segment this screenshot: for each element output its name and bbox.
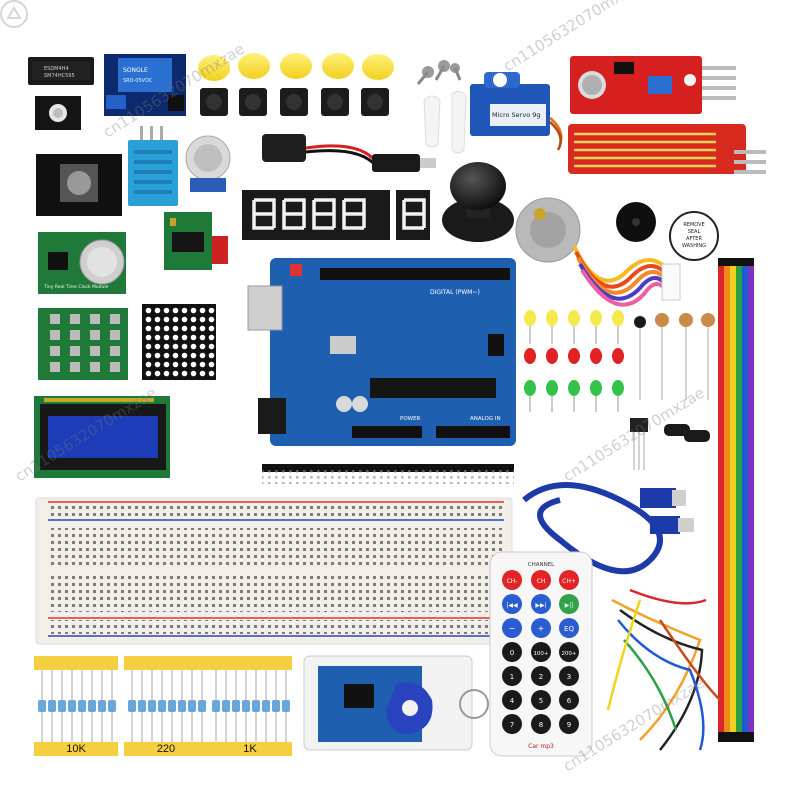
buzzer-sticker-line2: SEAL bbox=[688, 229, 701, 235]
stepper-motor bbox=[515, 197, 681, 307]
remote-button-0: 0 bbox=[510, 649, 514, 657]
led-dot-matrix bbox=[142, 304, 216, 380]
remote-button-play: ▶|| bbox=[565, 602, 574, 609]
remote-button-plus: + bbox=[538, 624, 545, 633]
rfid-module bbox=[303, 655, 489, 751]
remote-button-100: 100+ bbox=[533, 651, 548, 657]
ic-chip-module: ESDM4H4 SM74HC595 bbox=[28, 57, 94, 85]
remote-button-2: 2 bbox=[539, 673, 543, 681]
resistor-label-220: 220 bbox=[156, 743, 176, 755]
svg-text:SM74HC595: SM74HC595 bbox=[44, 73, 75, 79]
buzzer-sticker-line1: REMOVE bbox=[683, 222, 704, 228]
servo-horns bbox=[423, 90, 467, 154]
remote-button-eq: EQ bbox=[564, 625, 574, 633]
svg-text:ESDM4H4: ESDM4H4 bbox=[44, 66, 69, 72]
remote-button-9: 9 bbox=[567, 721, 571, 729]
loose-jumper-wires bbox=[606, 588, 721, 751]
brand-logo bbox=[0, 0, 28, 28]
buzzer-sticker-line4: WASHING bbox=[682, 243, 706, 249]
ir-receiver bbox=[630, 418, 648, 470]
remote-brand: Car mp3 bbox=[528, 743, 554, 750]
board-digital-label: DIGITAL (PWM~) bbox=[430, 289, 480, 296]
resistor-label-10k: 10K bbox=[66, 743, 86, 755]
relay-module: SONGLE SRD-05VDC bbox=[104, 54, 186, 116]
water-level-sensor bbox=[568, 124, 766, 174]
remote-header: CHANNEL bbox=[528, 562, 555, 568]
remote-button-7: 7 bbox=[510, 721, 514, 729]
remote-button-ch: CH bbox=[537, 578, 546, 585]
sound-sensor-module bbox=[570, 56, 736, 114]
joystick bbox=[442, 162, 514, 242]
board-power-label: POWER bbox=[400, 416, 421, 422]
remote-button-next: ▶▶| bbox=[535, 602, 546, 609]
leds bbox=[524, 310, 624, 412]
remote-button-1: 1 bbox=[510, 673, 514, 681]
small-sensor-module bbox=[212, 236, 228, 264]
remote-button-ch-plus: CH+ bbox=[562, 578, 576, 585]
photoresistors bbox=[634, 313, 715, 400]
rtc-module: Tiny Real Time Clock Module bbox=[38, 232, 126, 294]
pin-header-strip bbox=[262, 464, 514, 484]
rotary-encoder-module bbox=[36, 154, 122, 216]
dht11-sensor bbox=[128, 126, 178, 206]
remote-button-3: 3 bbox=[567, 673, 571, 681]
remote-button-ch-minus: CH- bbox=[507, 578, 518, 585]
arduino-uno-board: DIGITAL (PWM~) POWER ANALOG IN bbox=[247, 258, 516, 446]
remote-button-4: 4 bbox=[510, 697, 515, 705]
ribbon-jumper-wires bbox=[718, 258, 754, 742]
svg-text:SONGLE: SONGLE bbox=[123, 67, 148, 74]
usb-cable bbox=[522, 482, 694, 575]
rgb-led-module bbox=[35, 96, 81, 130]
tilt-switches bbox=[664, 424, 710, 442]
keypad-4x4 bbox=[38, 308, 128, 380]
resistor-label-1k: 1K bbox=[243, 743, 257, 755]
svg-text:SRD-05VDC: SRD-05VDC bbox=[123, 78, 153, 84]
seven-segment-displays bbox=[242, 190, 430, 240]
ic-breakout-module bbox=[164, 212, 212, 270]
button-caps bbox=[198, 53, 394, 81]
screws bbox=[416, 60, 462, 85]
board-analog-label: ANALOG IN bbox=[470, 416, 501, 422]
remote-button-prev: |◀◀ bbox=[506, 602, 518, 609]
rtc-label: Tiny Real Time Clock Module bbox=[43, 284, 109, 290]
ir-remote: CHANNEL CH- CH CH+ |◀◀ ▶▶| ▶|| − + EQ 0 … bbox=[489, 551, 593, 757]
breadboard bbox=[35, 497, 513, 645]
remote-button-5: 5 bbox=[539, 697, 543, 705]
remote-button-minus: − bbox=[509, 624, 516, 633]
servo-label: Micro Servo 9g bbox=[492, 111, 541, 119]
micro-servo: Micro Servo 9g bbox=[470, 72, 563, 151]
buzzer-sticker-line3: AFTER bbox=[686, 236, 702, 242]
potentiometer bbox=[185, 135, 231, 192]
resistor-packs bbox=[34, 656, 292, 756]
battery-snap bbox=[262, 134, 436, 172]
buzzer: REMOVE SEAL AFTER WASHING bbox=[616, 202, 719, 261]
lcd-1602-module bbox=[34, 396, 170, 478]
remote-button-200: 200+ bbox=[561, 651, 576, 657]
remote-button-8: 8 bbox=[539, 721, 543, 729]
remote-button-6: 6 bbox=[567, 697, 572, 705]
tact-switches bbox=[200, 88, 389, 116]
